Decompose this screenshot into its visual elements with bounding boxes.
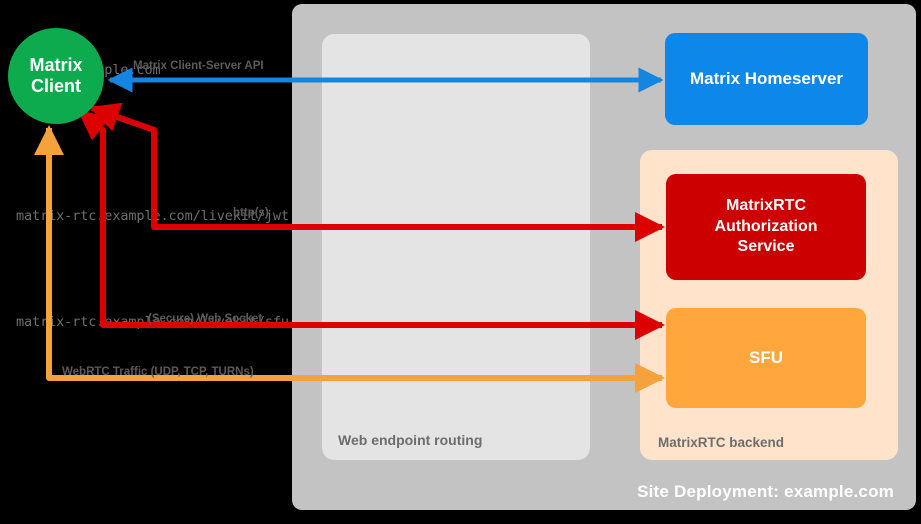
node-matrix-homeserver[interactable]: Matrix Homeserver <box>665 33 868 125</box>
auth-service-line3: Service <box>737 238 795 256</box>
node-matrixrtc-authorization-service[interactable]: MatrixRTC Authorization Service <box>666 174 866 280</box>
matrix-client-line1: Matrix <box>29 55 83 76</box>
node-sfu[interactable]: SFU <box>666 308 866 408</box>
edge-https <box>89 102 665 242</box>
web-endpoint-routing-label: Web endpoint routing <box>338 432 483 448</box>
sfu-label: SFU <box>749 348 783 367</box>
matrixrtc-backend-label: MatrixRTC backend <box>658 435 785 450</box>
site-deployment-label: Site Deployment: example.com <box>637 482 894 501</box>
edge-secure-web-socket <box>77 109 665 340</box>
matrix-homeserver-label: Matrix Homeserver <box>689 69 844 88</box>
node-matrix-client[interactable]: Matrix Client <box>8 28 104 124</box>
auth-service-line2: Authorization <box>714 217 818 235</box>
edge-label-https: http(s) <box>233 207 269 219</box>
edge-label-webrtc-traffic: WebRTC Traffic (UDP, TCP, TURNs) <box>62 366 254 378</box>
edge-label-matrix-client-server-api: Matrix Client-Server API <box>133 60 264 72</box>
edge-label-secure-web-socket: (Secure) Web Socket <box>148 313 263 325</box>
auth-service-line1: MatrixRTC <box>725 197 806 215</box>
matrix-client-line2: Client <box>30 76 81 96</box>
edge-webrtc-traffic <box>34 125 665 393</box>
